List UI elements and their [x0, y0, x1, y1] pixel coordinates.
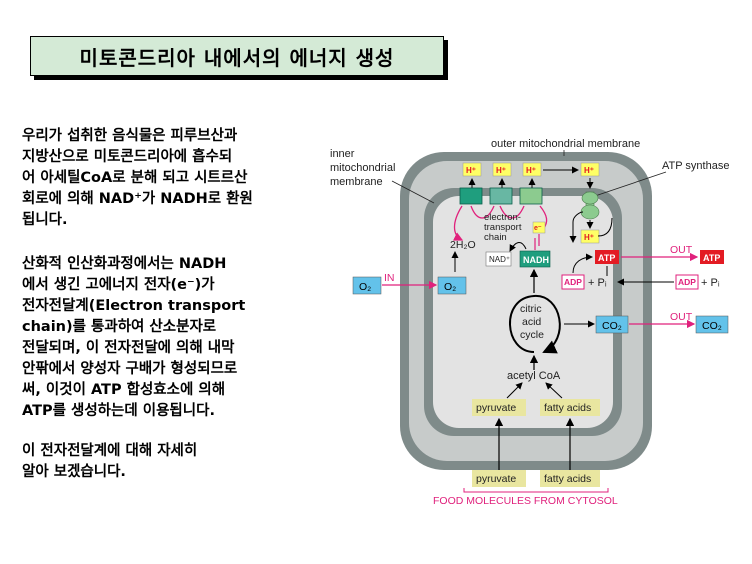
- pi-label: + Pᵢ: [701, 277, 720, 289]
- fatty-acids-box-inner: [540, 399, 600, 416]
- text-line: 이 전자전달계에 대해 자세히: [22, 443, 198, 459]
- pyruvate-box-outer: [472, 470, 526, 487]
- text-line: 우리가 섭취한 음식물은 피루브산과: [22, 128, 238, 144]
- h-plus-box-3: [522, 162, 542, 177]
- paragraph-3: 이 전자전달계에 대해 자세히 알아 보겠습니다.: [22, 441, 304, 483]
- electron-to-oxygen: [452, 205, 464, 241]
- h-plus-label: H⁺: [584, 166, 594, 175]
- h-plus-box-2: [492, 162, 512, 177]
- co2-box-inner: [595, 315, 629, 334]
- fatty-acids-label: fatty acids: [544, 402, 591, 414]
- etc-label-3: chain: [484, 232, 507, 243]
- atp-box-inner: [595, 250, 619, 264]
- atp-box-outer: [700, 250, 724, 264]
- h-plus-label: H⁺: [466, 166, 476, 175]
- out-label: OUT: [670, 311, 693, 323]
- text-line: ATP를 생성하는데 이용됩니다.: [22, 403, 215, 419]
- etc-label-1: electron-: [484, 212, 521, 223]
- out-label: OUT: [670, 244, 693, 256]
- nadh-to-nad-arrow: [509, 242, 527, 252]
- h-plus-box-4: [580, 162, 600, 177]
- text-line: 전달되며, 이 전자전달에 의해 내막: [22, 340, 235, 356]
- text-line: 써, 이것이 ATP 합성효소에 의해: [22, 382, 226, 398]
- electron-box: [532, 221, 546, 234]
- h-plus-box-5: [580, 229, 600, 244]
- h-plus-label: H⁺: [584, 233, 594, 242]
- nadh-label: NADH: [523, 255, 549, 265]
- text-line: chain)를 통과하여 산소분자로: [22, 319, 217, 335]
- fatty-to-acetyl-arrow: [545, 382, 563, 399]
- electron-flow-path: [470, 205, 525, 219]
- h-plus-label: H⁺: [496, 166, 506, 175]
- paragraph-2: 산화적 인산화과정에서는 NADH 에서 생긴 고에너지 전자(e⁻)가 전자전…: [22, 254, 304, 422]
- h-plus-label: H⁺: [526, 166, 536, 175]
- adp-label: ADP: [564, 277, 582, 287]
- text-line: 알아 보겠습니다.: [22, 464, 126, 480]
- acetyl-coa-label: acetyl CoA: [507, 370, 561, 382]
- adp-to-atp-arrow: [572, 253, 593, 274]
- pyruvate-box-inner: [472, 399, 526, 416]
- cycle-label-3: cycle: [520, 329, 544, 341]
- atp-label: ATP: [703, 253, 720, 263]
- o2-box-inner: [437, 276, 467, 295]
- o2-label: O₂: [359, 281, 371, 293]
- atp-label: ATP: [598, 253, 615, 263]
- etc-complex-1: [459, 187, 483, 205]
- text-line: 회로에 의해 NAD⁺가 NADH로 환원: [22, 191, 253, 207]
- page-title: 미토콘드리아 내에서의 에너지 생성: [30, 36, 444, 76]
- text-line: 에서 생긴 고에너지 전자(e⁻)가: [22, 277, 215, 293]
- outer-membrane-label: outer mitochondrial membrane: [491, 138, 640, 150]
- atp-synthase-head: [580, 204, 600, 220]
- etc-complex-2: [489, 187, 513, 205]
- nad-plus-box: [485, 251, 512, 267]
- food-bracket: [463, 488, 609, 493]
- h-plus-box-1: [462, 162, 482, 177]
- co2-box-outer: [695, 315, 729, 334]
- adp-box-outer: [675, 274, 699, 290]
- co2-label: CO₂: [602, 320, 622, 332]
- h-return-arrow: [597, 217, 613, 237]
- inner-membrane-label-3: membrane: [330, 176, 383, 188]
- etc-complex-3: [519, 187, 543, 205]
- food-molecules-label: FOOD MOLECULES FROM CYTOSOL: [433, 495, 618, 507]
- atp-synthase-label: ATP synthase: [662, 160, 729, 172]
- atp-synthase-head-top: [581, 191, 599, 205]
- etc-label-2: transport: [484, 222, 522, 233]
- text-line: 안팎에서 양성자 구배가 형성되므로: [22, 361, 238, 377]
- text-line: 됩니다.: [22, 212, 68, 228]
- fatty-acids-box-outer: [540, 470, 600, 487]
- inner-membrane-label-2: mitochondrial: [330, 162, 395, 174]
- text-line: 지방산으로 미토콘드리아에 흡수되: [22, 149, 233, 165]
- cycle-label-1: citric: [520, 303, 542, 315]
- text-line: 어 아세틸CoA로 분해 되고 시트르산: [22, 170, 248, 186]
- electron-label: e⁻: [534, 225, 542, 232]
- pyruvate-to-acetyl-arrow: [506, 382, 523, 399]
- o2-label: O₂: [444, 281, 456, 293]
- matrix-region: [433, 196, 613, 428]
- co2-label: CO₂: [702, 320, 722, 332]
- text-line: 전자전달계(Electron transport: [22, 298, 246, 314]
- left-h-bracket: [572, 211, 584, 223]
- text-line: 산화적 인산화과정에서는 NADH: [22, 256, 227, 272]
- pi-label: + Pᵢ: [588, 277, 607, 289]
- citric-acid-cycle-loop: [509, 294, 561, 354]
- paragraph-1: 우리가 섭취한 음식물은 피루브산과 지방산으로 미토콘드리아에 흡수되 어 아…: [22, 126, 304, 231]
- adp-box-inner: [561, 274, 585, 290]
- inner-membrane-pointer: [391, 180, 435, 204]
- adp-label: ADP: [678, 277, 696, 287]
- pyruvate-label: pyruvate: [476, 402, 516, 414]
- cycle-label-2: acid: [522, 316, 541, 328]
- mitochondria-diagram: outer mitochondrial membrane inner mitoc…: [330, 138, 729, 507]
- nadh-box: [519, 250, 551, 268]
- water-label: 2H₂O: [450, 239, 476, 251]
- inner-membrane-label-1: inner: [330, 148, 355, 160]
- nad-plus-label: NAD⁺: [489, 255, 510, 264]
- o2-box-outer: [352, 276, 382, 295]
- fatty-acids-label: fatty acids: [544, 473, 591, 485]
- in-label: IN: [384, 272, 395, 284]
- atp-synthase-pointer: [594, 171, 667, 197]
- pyruvate-label: pyruvate: [476, 473, 516, 485]
